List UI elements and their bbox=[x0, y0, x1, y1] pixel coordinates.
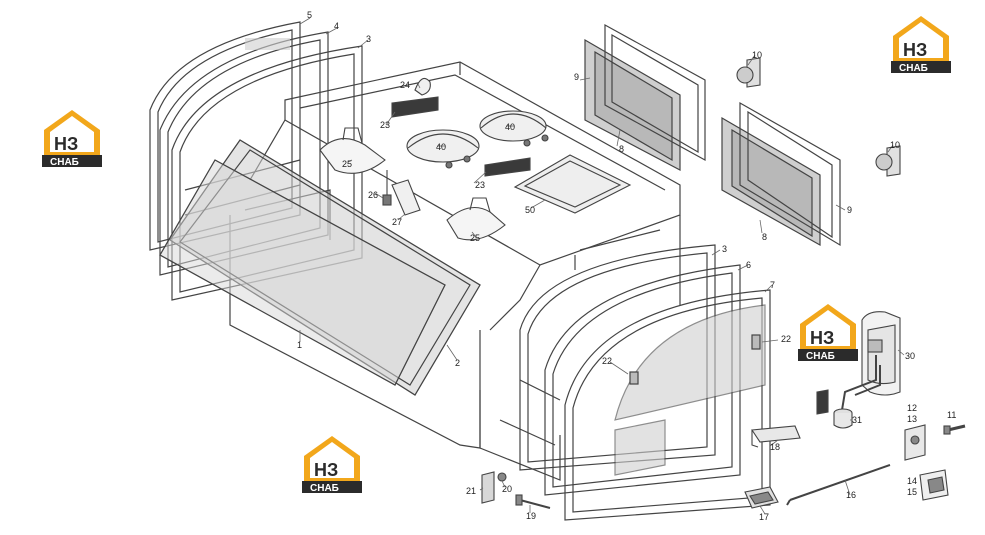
rear-glass-lower bbox=[721, 101, 841, 247]
svg-text:СНАБ: СНАБ bbox=[50, 157, 79, 168]
label-30: 30 bbox=[905, 351, 915, 361]
label-7: 7 bbox=[770, 280, 775, 290]
label-23-upper: 23 bbox=[380, 120, 390, 130]
svg-text:НЗ: НЗ bbox=[810, 328, 834, 348]
svg-text:НЗ: НЗ bbox=[54, 134, 78, 154]
label-2: 2 bbox=[455, 358, 460, 368]
label-10-lower: 10 bbox=[890, 140, 900, 150]
label-1: 1 bbox=[297, 340, 302, 350]
svg-text:СНАБ: СНАБ bbox=[806, 351, 835, 362]
label-31: 31 bbox=[852, 415, 862, 425]
label-9-lower: 9 bbox=[847, 205, 852, 215]
label-15: 15 bbox=[907, 487, 917, 497]
label-19: 19 bbox=[526, 511, 536, 521]
label-6: 6 bbox=[746, 260, 751, 270]
label-25-right: 25 bbox=[470, 233, 480, 243]
label-50: 50 bbox=[525, 205, 535, 215]
label-16: 16 bbox=[846, 490, 856, 500]
label-4: 4 bbox=[334, 21, 339, 31]
label-5: 5 bbox=[307, 10, 312, 20]
label-12: 12 bbox=[907, 403, 917, 413]
label-14: 14 bbox=[907, 476, 917, 486]
brand-logo-middle-right: НЗ СНАБ bbox=[798, 304, 858, 362]
callout-labels: 1 2 3 3 4 5 6 7 8 8 9 9 10 10 11 12 13 1… bbox=[297, 10, 956, 522]
label-11: 11 bbox=[947, 410, 956, 420]
label-25-left: 25 bbox=[342, 159, 352, 169]
door-glass-right bbox=[519, 244, 771, 521]
label-22-right: 22 bbox=[781, 334, 791, 344]
label-8-upper: 8 bbox=[619, 144, 624, 154]
label-20: 20 bbox=[502, 484, 512, 494]
small-parts bbox=[481, 57, 966, 509]
label-23-lower: 23 bbox=[475, 180, 485, 190]
label-3-left: 3 bbox=[366, 34, 371, 44]
label-40-left: 40 bbox=[436, 142, 446, 152]
label-22-left: 22 bbox=[602, 356, 612, 366]
label-13: 13 bbox=[907, 414, 917, 424]
windshield-glass bbox=[159, 139, 481, 396]
svg-text:СНАБ: СНАБ bbox=[899, 63, 928, 74]
label-40-right: 40 bbox=[505, 122, 515, 132]
leader-lines bbox=[299, 17, 905, 515]
label-26: 26 bbox=[368, 190, 378, 200]
svg-text:НЗ: НЗ bbox=[903, 40, 927, 60]
label-18: 18 bbox=[770, 442, 780, 452]
label-10-upper: 10 bbox=[752, 50, 762, 60]
brand-logo-bottom: НЗ СНАБ bbox=[302, 436, 362, 494]
label-3-right: 3 bbox=[722, 244, 727, 254]
label-17: 17 bbox=[759, 512, 769, 522]
label-8-lower: 8 bbox=[762, 232, 767, 242]
brand-logo-left: НЗ СНАБ bbox=[42, 110, 102, 168]
label-9-upper: 9 bbox=[574, 72, 579, 82]
rear-glass-upper bbox=[584, 23, 706, 171]
roof-hardware bbox=[319, 77, 632, 241]
label-24: 24 bbox=[400, 80, 410, 90]
svg-text:СНАБ: СНАБ bbox=[310, 483, 339, 494]
brand-logo-top-right: НЗ СНАБ bbox=[891, 16, 951, 74]
label-27: 27 bbox=[392, 217, 402, 227]
label-21: 21 bbox=[466, 486, 476, 496]
svg-text:НЗ: НЗ bbox=[314, 460, 338, 480]
